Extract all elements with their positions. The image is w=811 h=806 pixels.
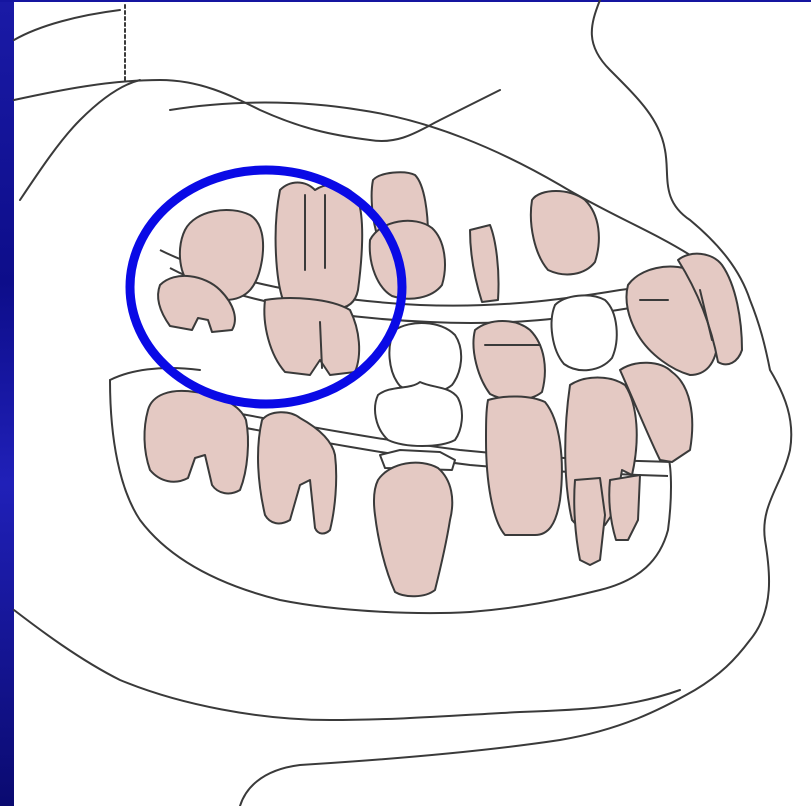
lower-canine [473,321,544,400]
jaw-lower-outline [14,610,680,720]
lower-molar-2 [264,298,359,375]
upper-canine-unerupted [470,225,499,302]
lower-molar-root-1 [144,391,248,494]
maxilla-outline [14,10,370,140]
ramus-outline [20,80,140,200]
upper-incisor-unerupted [531,191,599,274]
unerupted-premolar [389,323,461,393]
upper-molar-2 [276,183,363,309]
lower-incisor-root [574,478,605,565]
lower-canine-root [486,396,562,535]
unerupted-canine [552,295,617,370]
lower-molar-root-2 [258,412,336,533]
lower-lateral-root [609,475,640,540]
lower-premolar [374,463,452,597]
upper-premolar-crown [370,221,445,299]
unerupted-lower-premolar [375,382,462,446]
